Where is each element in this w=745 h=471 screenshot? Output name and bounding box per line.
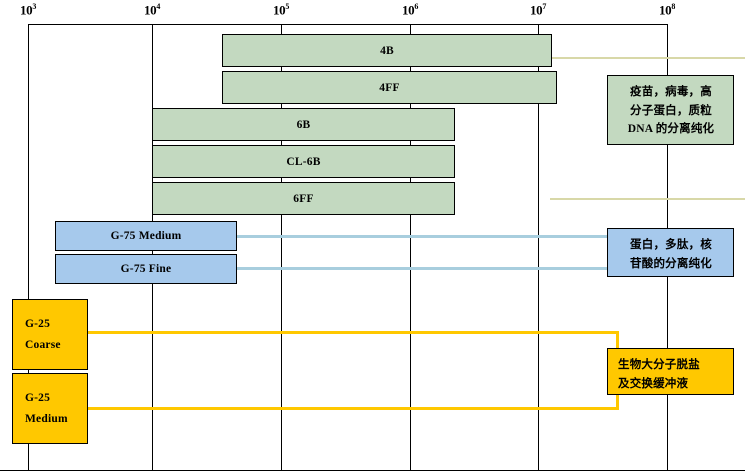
bar-label-4b: 4B [380,44,394,57]
bar-label-g75-medium: G-75 Medium [110,230,182,242]
axis-tick-label-1e6: 106 [401,2,419,18]
annotation-yellow-line2: 及交换缓冲液 [618,377,689,390]
axis-tick-label-1e3: 103 [19,2,37,18]
bar-4ff[interactable]: 4FF [222,71,557,104]
annotation-green-line3: DNA 的分离纯化 [627,123,715,136]
annotation-box-blue[interactable]: 蛋白，多肽，核 苷酸的分离纯化 [607,228,734,277]
annotation-box-green[interactable]: 疫苗，病毒，高 分子蛋白，质粒 DNA 的分离纯化 [607,75,734,145]
connector-bracket-green [550,57,745,200]
bar-label-g75-fine: G-75 Fine [120,263,172,275]
connector-bracket-blue [236,235,618,270]
annotation-box-yellow[interactable]: 生物大分子脱盐 及交换缓冲液 [607,348,734,395]
bar-g75-medium[interactable]: G-75 Medium [55,221,237,251]
bar-label-cl-6b: CL-6B [286,155,321,168]
annotation-blue-line2: 苷酸的分离纯化 [630,257,712,270]
bar-label-6b: 6B [296,118,311,131]
bar-g25-coarse[interactable]: G-25 Coarse [12,299,88,370]
bar-label-g25-coarse-line1: G-25 [25,318,51,330]
bar-label-6ff: 6FF [293,192,314,205]
bar-cl-6b[interactable]: CL-6B [152,145,455,178]
bar-6b[interactable]: 6B [152,108,455,141]
axis-tick-label-1e4: 104 [143,2,161,18]
bar-label-g25-coarse-line2: Coarse [25,339,61,352]
bar-label-g25-medium-line1: G-25 [25,392,51,404]
annotation-yellow-line1: 生物大分子脱盐 [618,359,700,371]
bar-4b[interactable]: 4B [222,34,552,67]
gridline-1e7 [538,24,539,471]
annotation-green-line1: 疫苗，病毒，高 [630,86,712,98]
x-axis-line [28,24,667,25]
axis-tick-label-1e5: 105 [272,2,290,18]
axis-tick-label-1e8: 108 [658,2,676,18]
gridline-1e5 [281,24,282,471]
bar-label-4ff: 4FF [379,81,400,94]
bar-g75-fine[interactable]: G-75 Fine [55,254,237,284]
bar-6ff[interactable]: 6FF [152,182,455,215]
bar-g25-medium[interactable]: G-25 Medium [12,373,88,444]
annotation-green-line2: 分子蛋白，质粒 [630,104,712,117]
axis-tick-label-1e7: 107 [529,2,547,18]
annotation-blue-line1: 蛋白，多肽，核 [630,239,712,251]
bar-label-g25-medium-line2: Medium [25,413,68,426]
gridline-1e6 [410,24,411,471]
axis-left-border [28,24,29,471]
connector-bracket-yellow [86,331,619,410]
